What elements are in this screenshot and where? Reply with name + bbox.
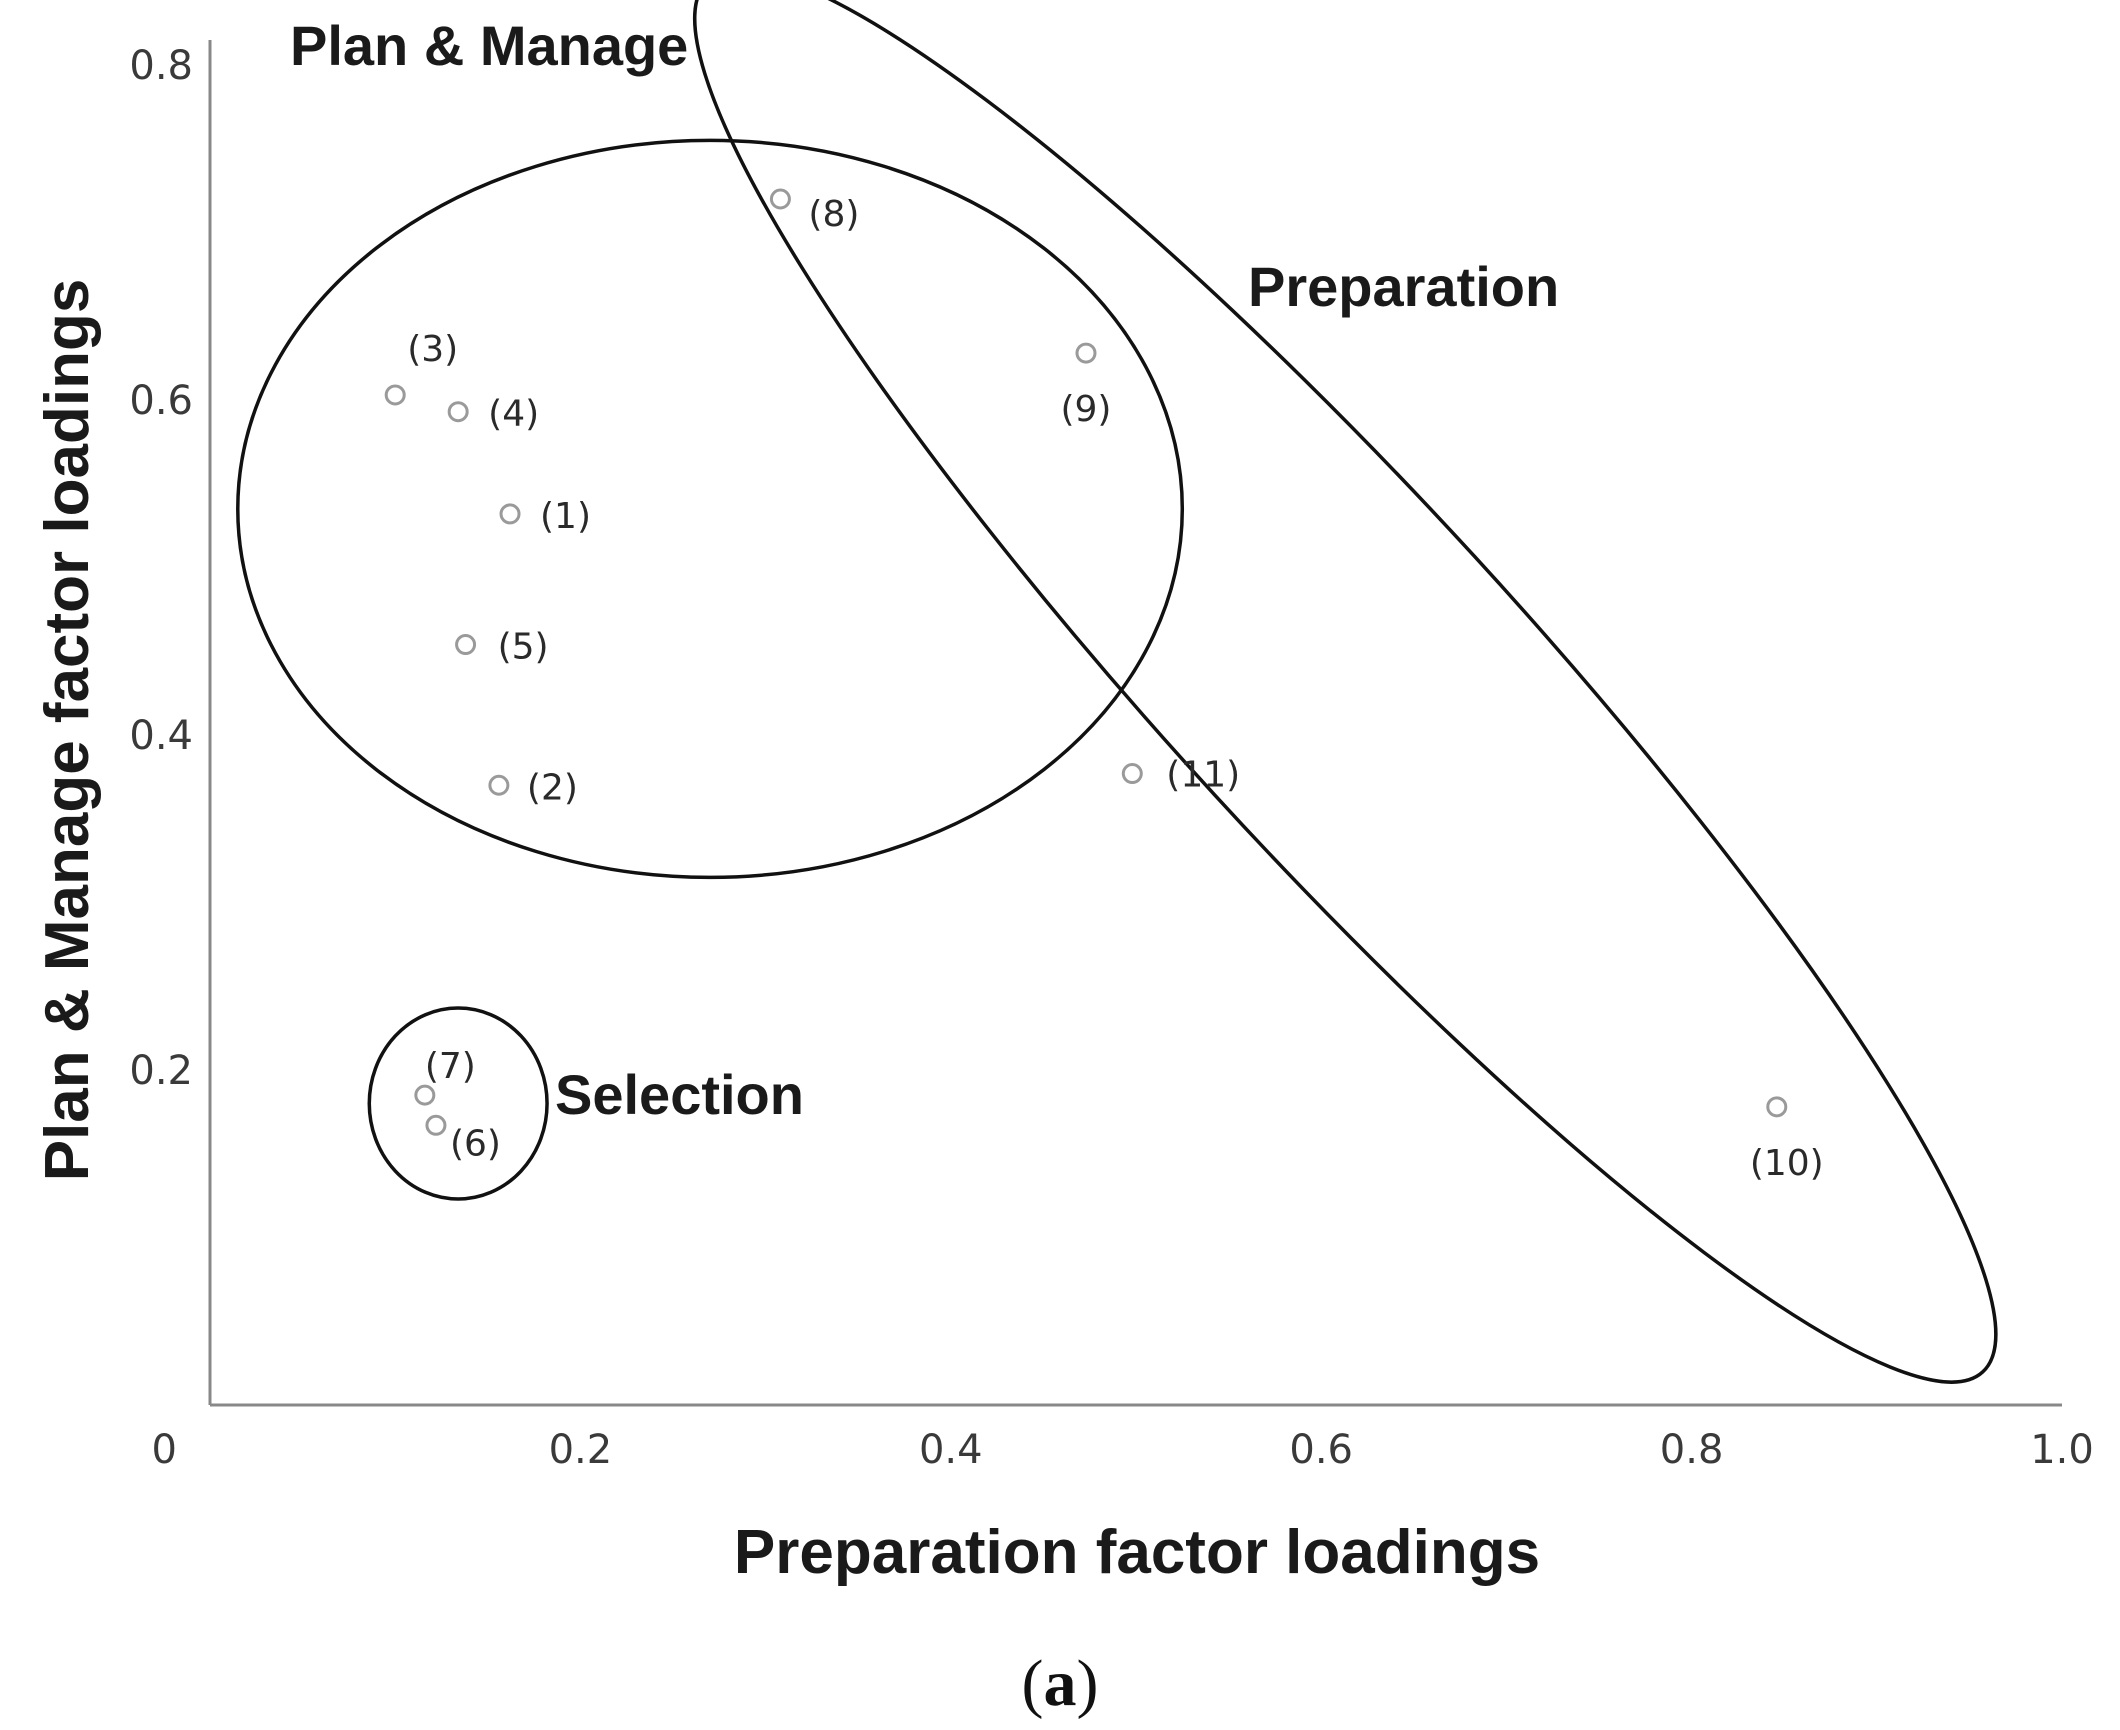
data-point: [499, 503, 521, 525]
point-label: (6): [450, 1123, 501, 1164]
cluster-ellipse: [236, 138, 1185, 880]
data-point: [488, 774, 510, 796]
data-point: [447, 401, 469, 423]
points-layer: (1) (2) (3) (4) (5) (6) (7) (8) (9) (11) (10): [384, 188, 1824, 1184]
caption-letter: a: [1044, 1647, 1077, 1720]
cluster-ellipse: [367, 1006, 549, 1201]
y-tick-label: 0.2: [129, 1048, 193, 1094]
point-label: (3): [407, 329, 458, 370]
data-point: [425, 1114, 447, 1136]
cluster-label: Preparation: [1248, 255, 1559, 318]
point-label: (5): [498, 627, 549, 668]
x-tick-label: 0: [152, 1427, 177, 1473]
cluster-label: Plan & Manage: [290, 14, 688, 77]
data-point: [414, 1084, 436, 1106]
caption-open-paren: (: [1022, 1647, 1044, 1720]
data-point: [1121, 763, 1143, 785]
ticks-layer: 0 0.2 0.4 0.6 0.8 1.0 0.2 0.4 0.6 0.8: [129, 43, 2093, 1473]
figure-caption: (a): [1022, 1647, 1099, 1720]
point-label: (10): [1750, 1143, 1824, 1184]
clusters-layer: [236, 0, 1998, 1384]
x-tick-label: 0.6: [1289, 1427, 1353, 1473]
point-label: (7): [425, 1046, 476, 1087]
point-label: (8): [808, 194, 859, 235]
y-axis-title: Plan & Manage factor loadings: [33, 279, 102, 1182]
y-tick-label: 0.6: [129, 378, 193, 424]
x-tick-label: 0.2: [549, 1427, 613, 1473]
x-tick-label: 0.8: [1660, 1427, 1724, 1473]
data-point: [769, 188, 791, 210]
point-label: (11): [1166, 755, 1240, 796]
cluster-label: Selection: [555, 1063, 804, 1126]
x-axis-title: Preparation factor loadings: [734, 1518, 1540, 1587]
point-label: (4): [488, 394, 539, 435]
point-label: (1): [540, 496, 591, 537]
point-label: (2): [527, 767, 578, 808]
data-point: [1075, 342, 1097, 364]
x-tick-label: 0.4: [919, 1427, 983, 1473]
y-tick-label: 0.8: [129, 43, 193, 89]
data-point: [455, 634, 477, 656]
caption-close-paren: ): [1077, 1647, 1099, 1720]
axes-layer: [208, 40, 2062, 1407]
data-point: [1766, 1096, 1788, 1118]
point-label: (9): [1060, 389, 1111, 430]
cluster-ellipse: [692, 0, 1998, 1384]
y-tick-label: 0.4: [129, 713, 193, 759]
x-tick-label: 1.0: [2030, 1427, 2094, 1473]
data-point: [384, 384, 406, 406]
